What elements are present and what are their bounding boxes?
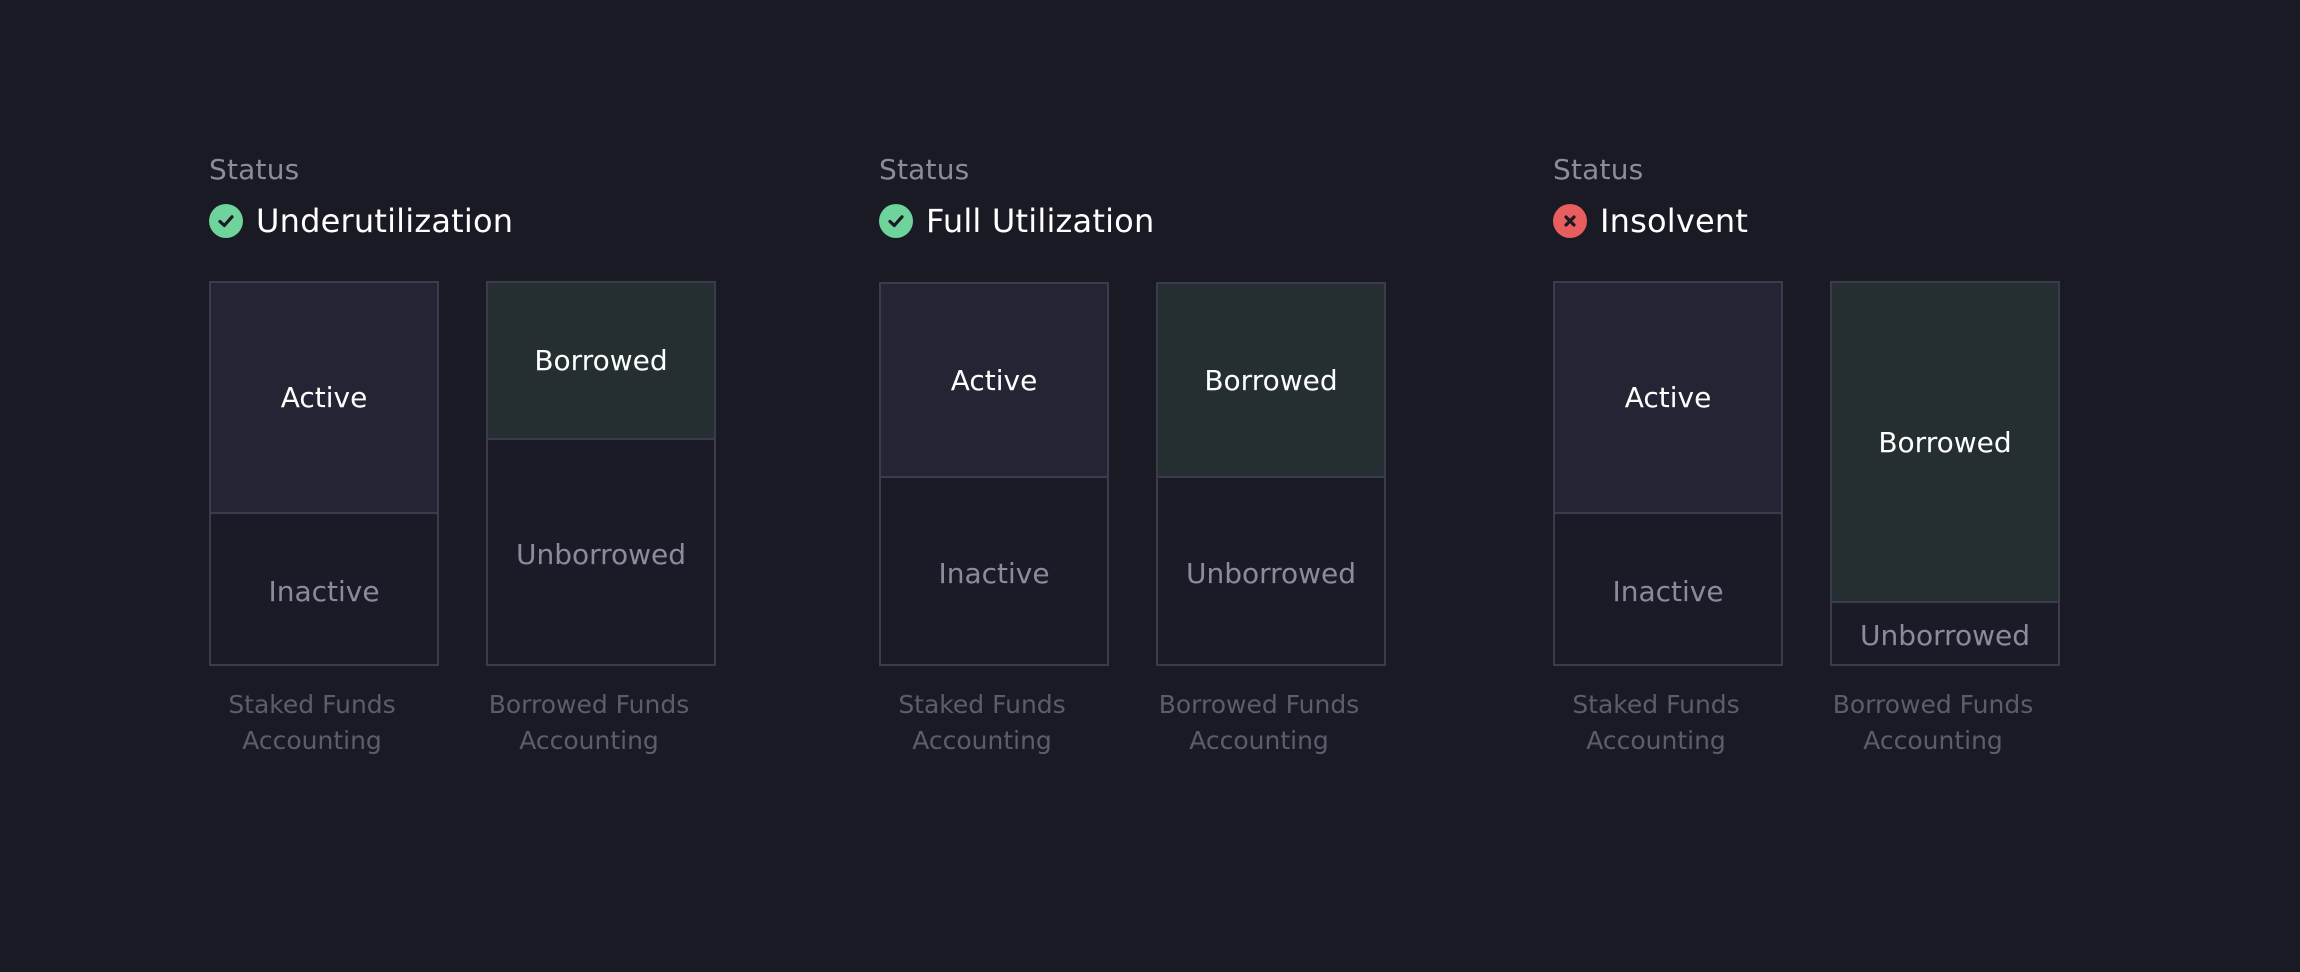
status-label: Status xyxy=(209,153,300,186)
inactive-segment: Inactive xyxy=(881,476,1107,664)
unborrowed-segment: Unborrowed xyxy=(1832,601,2058,664)
borrowed-funds-column: Borrowed Unborrowed xyxy=(1830,281,2060,666)
status-row: Underutilization xyxy=(209,202,514,240)
x-circle-icon xyxy=(1553,204,1587,238)
active-segment: Active xyxy=(1555,283,1781,512)
staked-funds-column: Active Inactive xyxy=(879,282,1109,666)
check-circle-icon xyxy=(879,204,913,238)
status-value: Full Utilization xyxy=(926,202,1155,240)
status-value: Insolvent xyxy=(1600,202,1749,240)
status-row: Insolvent xyxy=(1553,202,1749,240)
status-label: Status xyxy=(1553,153,1644,186)
check-circle-icon xyxy=(209,204,243,238)
staked-funds-caption: Staked Funds Accounting xyxy=(228,690,396,755)
borrowed-segment: Borrowed xyxy=(1832,283,2058,601)
inactive-segment: Inactive xyxy=(211,512,437,664)
borrowed-funds-column: Borrowed Unborrowed xyxy=(486,281,716,666)
staked-funds-caption: Staked Funds Accounting xyxy=(1572,690,1740,755)
staked-funds-caption: Staked Funds Accounting xyxy=(898,690,1066,755)
borrowed-funds-caption: Borrowed Funds Accounting xyxy=(488,690,690,755)
borrowed-funds-caption: Borrowed Funds Accounting xyxy=(1832,690,2034,755)
staked-funds-column: Active Inactive xyxy=(1553,281,1783,666)
borrowed-funds-caption: Borrowed Funds Accounting xyxy=(1158,690,1360,755)
borrowed-segment: Borrowed xyxy=(488,283,714,438)
borrowed-funds-column: Borrowed Unborrowed xyxy=(1156,282,1386,666)
inactive-segment: Inactive xyxy=(1555,512,1781,664)
staked-funds-column: Active Inactive xyxy=(209,281,439,666)
borrowed-segment: Borrowed xyxy=(1158,284,1384,476)
status-value: Underutilization xyxy=(256,202,514,240)
status-row: Full Utilization xyxy=(879,202,1155,240)
active-segment: Active xyxy=(211,283,437,512)
unborrowed-segment: Unborrowed xyxy=(1158,476,1384,664)
status-label: Status xyxy=(879,153,970,186)
unborrowed-segment: Unborrowed xyxy=(488,438,714,664)
active-segment: Active xyxy=(881,284,1107,476)
